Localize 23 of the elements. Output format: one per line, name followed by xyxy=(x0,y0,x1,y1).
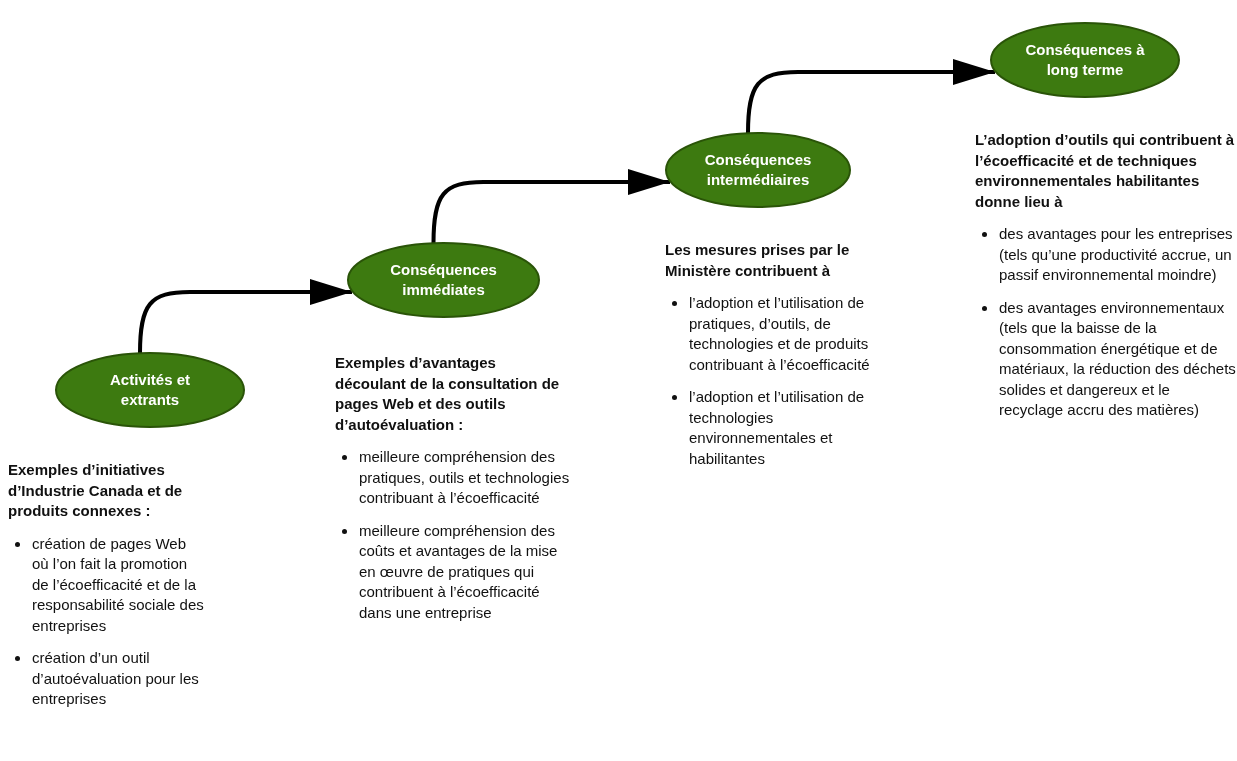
ellipse-node xyxy=(665,132,851,208)
ellipse-node xyxy=(55,352,245,428)
section-heading: Les mesures prises par le Ministère contribuent à xyxy=(665,240,851,281)
bullet-item: création d’un outil d’autoévaluation pour les entreprises xyxy=(8,648,206,710)
bullet-item: des avantages environnementaux (tels que la baisse de la consommation énergétique et de matériaux, la réduction des déchets solides et dangereux et le recyclage accru des matières) xyxy=(975,297,1237,421)
bullet-item: création de pages Web où l’on fait la promotion de l’écoefficacité et de la responsabilité sociale des entreprises xyxy=(8,533,206,636)
bullet-item: des avantages pour les entreprises (tels qu’une productivité accrue, un passif environnemental moindre) xyxy=(975,224,1237,286)
ellipse-node xyxy=(990,22,1180,98)
bullet-item: meilleure compréhension des pratiques, outils et technologies contribuant à l’écoefficacité xyxy=(335,447,570,509)
curved-arrow xyxy=(431,169,670,244)
section-heading: L’adoption d’outils qui contribuent à l’écoefficacité et de techniques environnementales habilitantes donne lieu à xyxy=(975,130,1236,212)
node-label: Conséquences intermédiaires xyxy=(703,150,813,190)
bullet-item: l’adoption et l’utilisation de pratiques, d’outils, de technologies et de produits contribuant à l’écoefficacité xyxy=(665,293,903,375)
node-label: Activités et extrants xyxy=(108,370,191,410)
bullet-item: l’adoption et l’utilisation de technologies environnementales et habilitantes xyxy=(665,387,903,469)
ellipse-node xyxy=(347,242,540,318)
section-heading: Exemples d’initiatives d’Industrie Canada et de produits connexes : xyxy=(8,460,184,521)
bullet-item: meilleure compréhension des coûts et avantages de la mise en œuvre de pratiques qui contribuent à l’écoefficacité dans une entreprise xyxy=(335,520,570,623)
node-label: Conséquences à long terme xyxy=(1024,40,1146,80)
curved-arrow xyxy=(746,59,995,134)
node-label: Conséquences immédiates xyxy=(389,260,498,300)
curved-arrow xyxy=(138,279,352,354)
section-heading: Exemples d’avantages découlant de la consultation de pages Web et des outils d’autoévaluation : xyxy=(335,353,561,435)
